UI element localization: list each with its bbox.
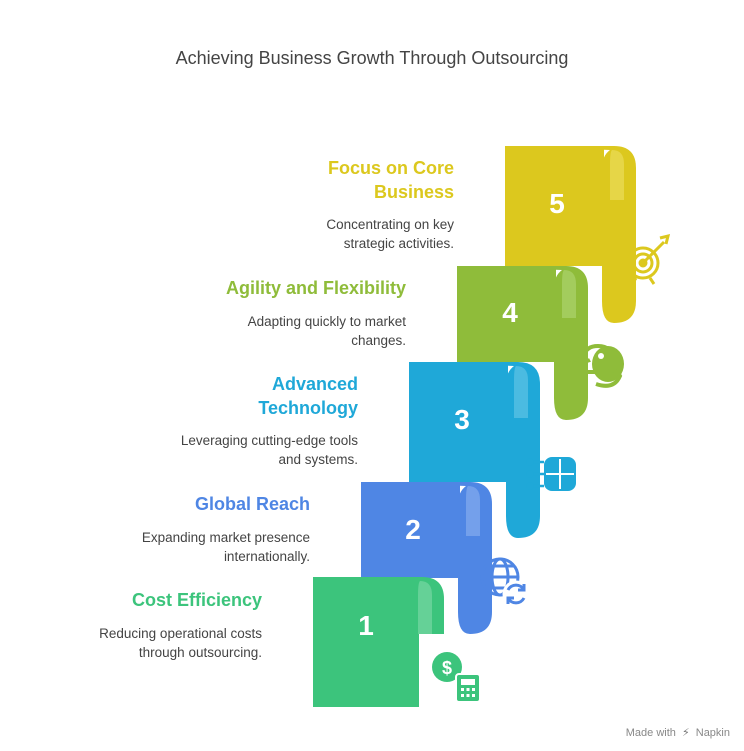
step-1-description: Reducing operational costs through outso… [99,626,262,660]
step-3-title: Advanced Technology [258,374,358,418]
step-3-description: Leveraging cutting-edge tools and system… [180,433,358,467]
money-calculator-icon: $ [432,652,481,703]
step-3-block: 3 [409,362,540,538]
globe-sync-icon [480,557,530,608]
footer-brand: Napkin [695,727,730,739]
footer-made-with: Made with [625,727,676,739]
step-1-number: 1 [358,610,374,641]
step-1-title: Cost Efficiency [131,590,262,610]
svg-text:$: $ [442,658,452,678]
step-4-title: Agility and Flexibility [225,278,406,298]
tech-brain-icon [526,457,576,491]
step-2-description: Expanding market presence internationall… [141,530,310,564]
diagram-title: Achieving Business Growth Through Outsou… [175,48,569,68]
step-5-title: Focus on Core Business [327,158,454,202]
napkin-logo-icon: ⚡ [681,727,690,739]
step-5-description: Concentrating on key strategic activitie… [326,217,454,251]
step-3-number: 3 [454,404,470,435]
step-4-number: 4 [502,297,518,328]
step-5-number: 5 [549,188,565,219]
target-icon [626,233,671,285]
napkin-footer[interactable]: Made with ⚡ Napkin [626,726,730,739]
step-2-number: 2 [405,514,421,545]
chameleon-icon [573,343,624,388]
step-1-block: 1 [313,577,444,707]
step-2-title: Global Reach [194,494,310,514]
step-2-block: 2 [361,482,492,634]
step-4-description: Adapting quickly to market changes. [247,314,406,348]
step-4-block: 4 [457,266,588,420]
step-5-block: 5 [505,146,636,323]
